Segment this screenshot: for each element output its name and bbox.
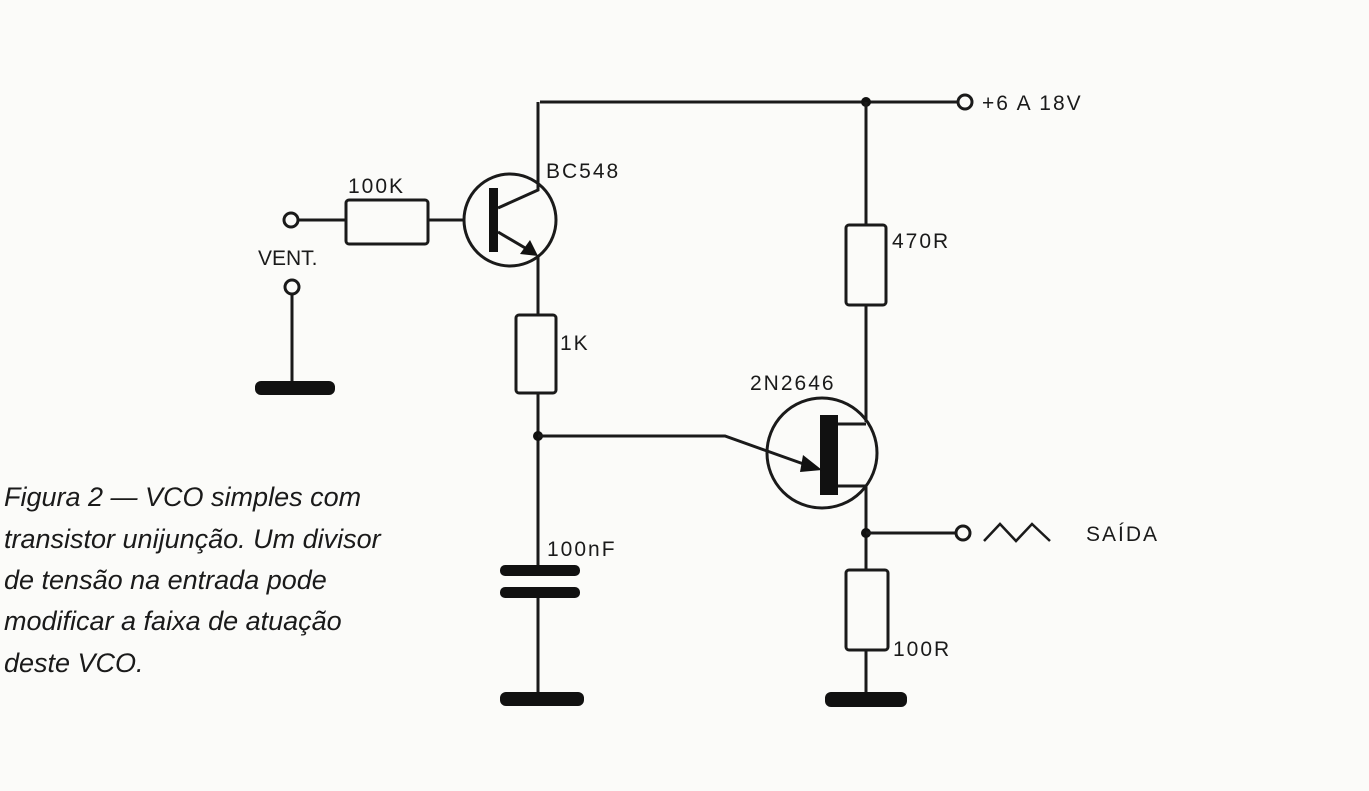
supply-label: +6 A 18V (982, 92, 1083, 115)
caption-line: deste VCO. (4, 648, 144, 678)
resistor-100r-label: 100R (893, 638, 951, 661)
resistor-100r (844, 568, 890, 652)
transistor-bc548 (462, 102, 558, 268)
emitter-wire-ujt (538, 434, 813, 469)
resistor-100k-label: 100K (348, 175, 405, 198)
input-ground-terminal (283, 278, 301, 296)
capacitor-100nf (500, 565, 580, 598)
resistor-470r-label: 470R (892, 230, 950, 253)
capacitor-label: 100nF (547, 538, 617, 561)
caption-line: modificar a faixa de atuação (4, 606, 342, 636)
figure-caption: Figura 2 — VCO simples com transistor un… (4, 482, 382, 678)
supply-terminal (956, 93, 974, 111)
sawtooth-waveform-icon (983, 522, 1051, 543)
ground-symbol (255, 381, 335, 395)
input-terminal (282, 211, 300, 229)
ground-symbol (825, 692, 907, 707)
resistor-1k (514, 313, 558, 395)
q1-label: BC548 (546, 160, 620, 183)
resistor-1k-label: 1K (560, 332, 590, 355)
caption-line: transistor unijunção. Um divisor (4, 524, 382, 554)
input-label: VENT. (258, 247, 318, 270)
caption-line: de tensão na entrada pode (4, 565, 327, 595)
output-terminal (954, 524, 972, 542)
caption-line: Figura 2 — VCO simples com (4, 482, 361, 512)
resistor-470r (844, 223, 888, 307)
q2-label: 2N2646 (750, 372, 836, 395)
resistor-100k (344, 198, 430, 246)
ground-symbol (500, 692, 584, 706)
transistor-2n2646 (765, 396, 879, 510)
output-label: SAÍDA (1086, 523, 1159, 546)
